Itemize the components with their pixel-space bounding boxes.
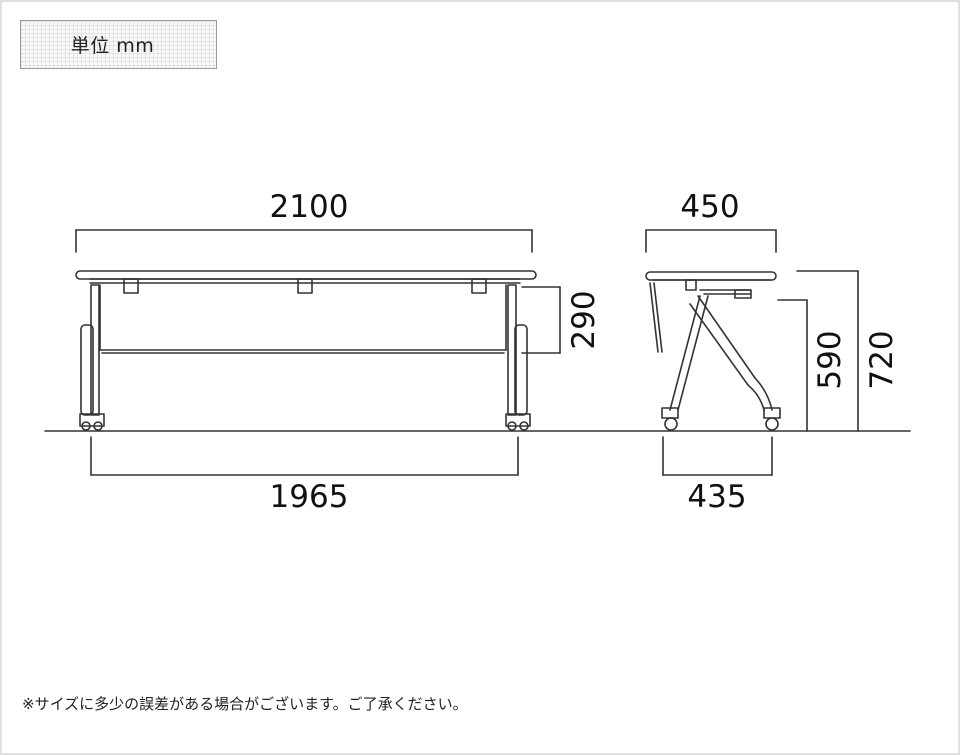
side-view-table [645, 271, 781, 431]
dim-side-clearance-height: 590 [812, 330, 848, 389]
dim-front-panel-height: 290 [566, 290, 602, 349]
dim-side-total-height: 720 [864, 330, 900, 389]
dim-side-base-depth: 435 [687, 479, 746, 515]
unit-label: 単位 mm [70, 35, 155, 57]
size-tolerance-note: ※サイズに多少の誤差がある場合がございます。ご了承ください。 [22, 695, 468, 713]
dim-front-top-width: 2100 [270, 189, 349, 225]
dimension-lines [75, 229, 859, 476]
front-view-table [75, 270, 537, 431]
dim-side-top-depth: 450 [680, 189, 739, 225]
unit-label-box: 単位 mm [20, 20, 217, 69]
dim-front-leg-span: 1965 [270, 479, 349, 515]
